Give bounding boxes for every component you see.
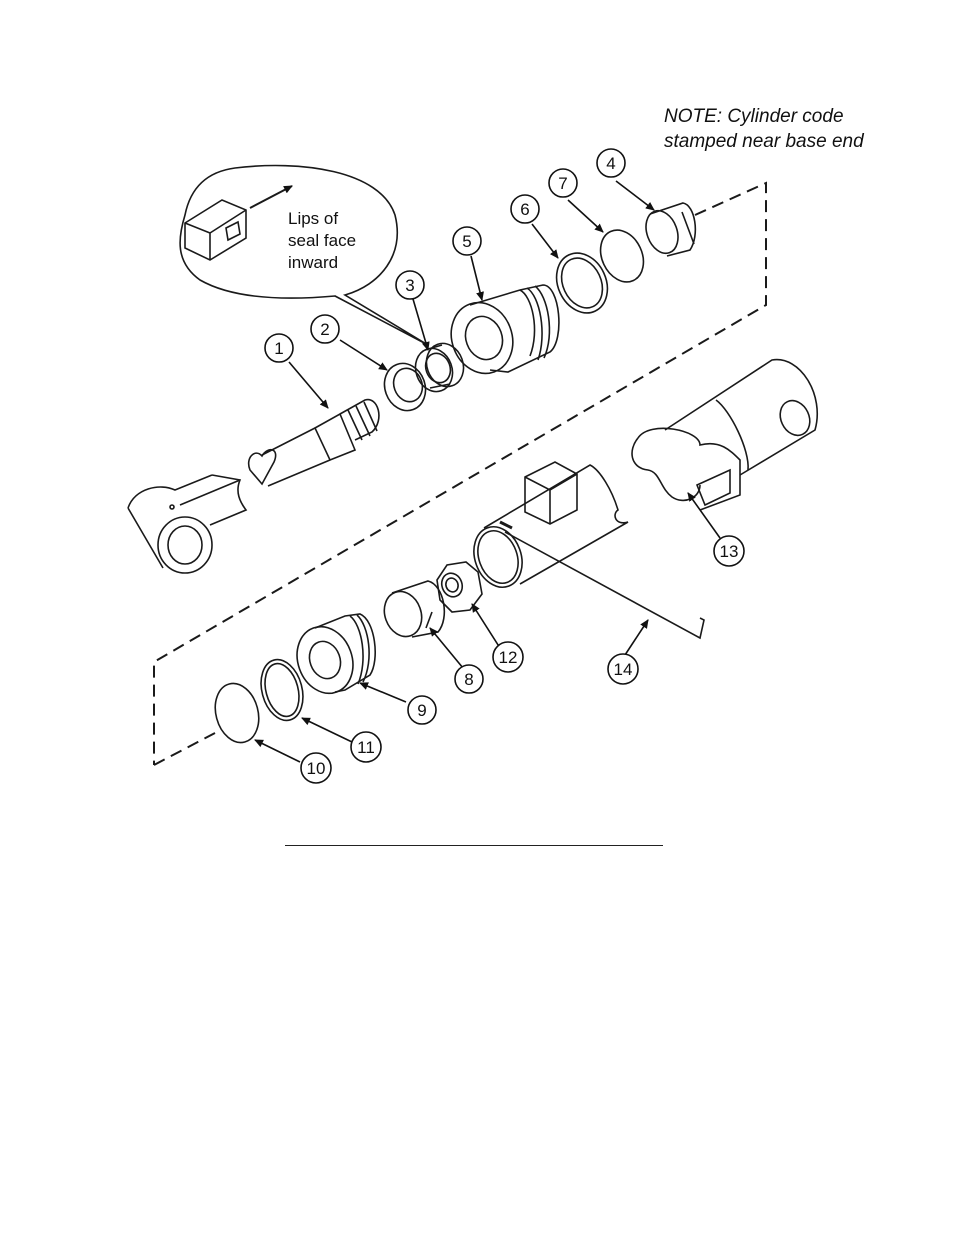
part-label-9: 9 bbox=[408, 696, 436, 724]
piston-rod bbox=[128, 400, 379, 573]
wear-ring-4 bbox=[640, 203, 695, 258]
svg-text:7: 7 bbox=[558, 174, 567, 193]
o-ring-10 bbox=[209, 679, 265, 748]
cylinder-barrel bbox=[466, 462, 628, 594]
part-label-6: 6 bbox=[511, 195, 539, 223]
seal-detail-callout bbox=[180, 165, 428, 345]
svg-text:3: 3 bbox=[405, 276, 414, 295]
cylinder-base-end bbox=[632, 360, 817, 510]
rod-seal bbox=[410, 338, 470, 397]
part-label-4: 4 bbox=[597, 149, 625, 177]
part-label-2: 2 bbox=[311, 315, 339, 343]
svg-text:1: 1 bbox=[274, 339, 283, 358]
part-label-1: 1 bbox=[265, 334, 293, 362]
svg-text:14: 14 bbox=[614, 660, 633, 679]
part-label-12: 12 bbox=[493, 642, 523, 672]
part-label-13: 13 bbox=[714, 536, 744, 566]
part-label-7: 7 bbox=[549, 169, 577, 197]
backup-ring-11 bbox=[255, 655, 310, 725]
svg-text:11: 11 bbox=[357, 738, 375, 757]
retaining-wire bbox=[505, 532, 704, 638]
dashed-frame-lower bbox=[154, 733, 215, 765]
svg-text:13: 13 bbox=[720, 542, 739, 561]
svg-text:10: 10 bbox=[307, 759, 326, 778]
svg-text:9: 9 bbox=[417, 701, 426, 720]
svg-text:6: 6 bbox=[520, 200, 529, 219]
part-label-5: 5 bbox=[453, 227, 481, 255]
svg-text:2: 2 bbox=[320, 320, 329, 339]
svg-text:12: 12 bbox=[499, 648, 518, 667]
part-label-3: 3 bbox=[396, 271, 424, 299]
gland bbox=[441, 285, 558, 382]
part-label-11: 11 bbox=[351, 732, 381, 762]
svg-text:4: 4 bbox=[606, 154, 615, 173]
svg-text:8: 8 bbox=[464, 670, 473, 689]
svg-text:5: 5 bbox=[462, 232, 471, 251]
part-label-10: 10 bbox=[301, 753, 331, 783]
part-label-8: 8 bbox=[455, 665, 483, 693]
piston bbox=[288, 614, 375, 701]
part-label-14: 14 bbox=[608, 654, 638, 684]
